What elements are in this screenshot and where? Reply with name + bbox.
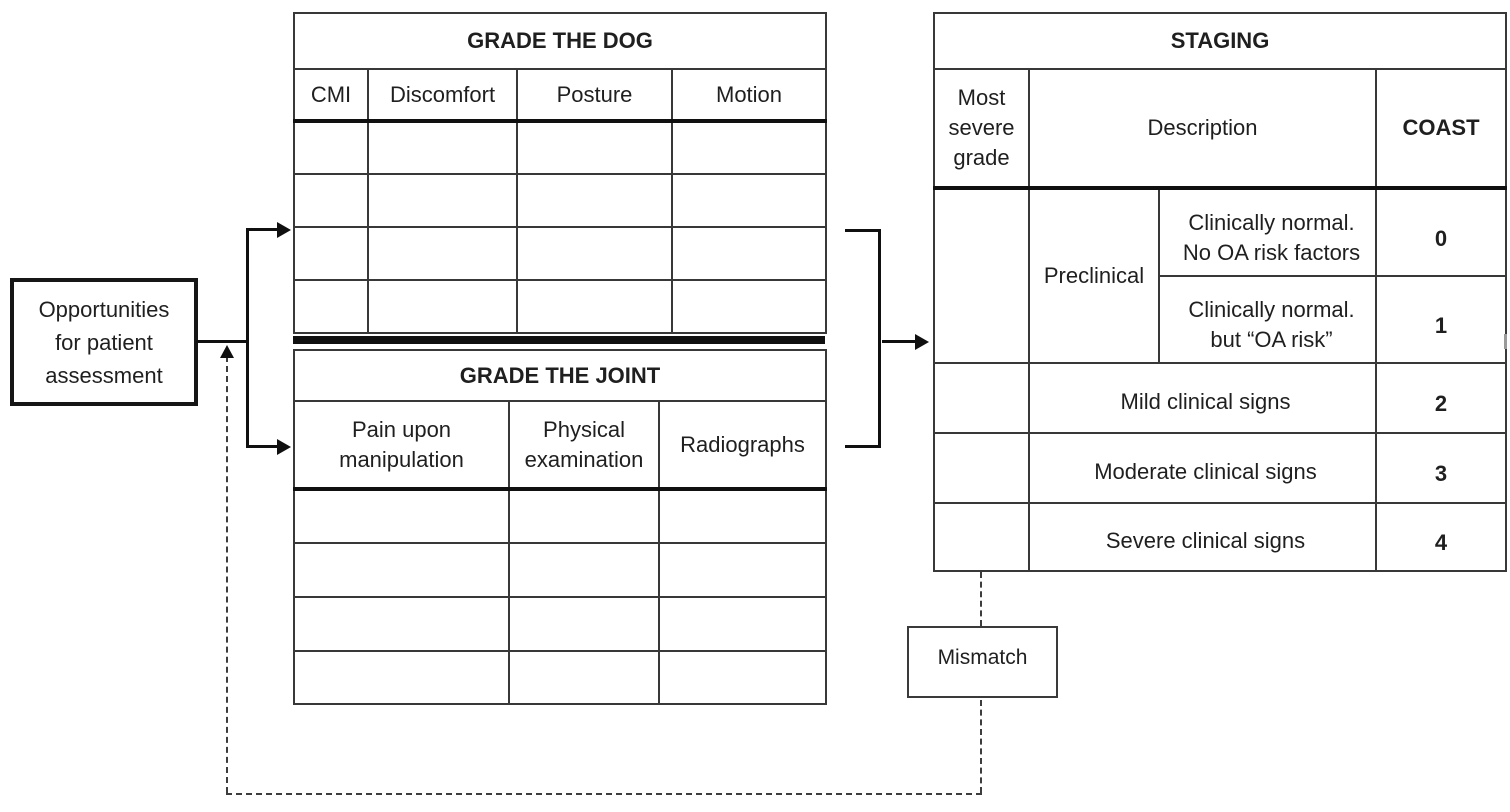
stage-description: Mild clinical signs (1028, 362, 1377, 434)
empty-cell (933, 502, 1030, 572)
stage-description: Moderate clinical signs (1028, 432, 1377, 504)
staging-row-preclinical-0: Preclinical Clinically normal. No OA ris… (933, 187, 1508, 364)
staging-row-preclinical-1: Clinically normal. but “OA risk” 1 (934, 275, 1508, 364)
empty-cell (670, 226, 828, 281)
empty-cell (670, 279, 828, 334)
col-header-coast: COAST (1374, 68, 1508, 190)
empty-cell (933, 432, 1030, 504)
empty-cell (933, 362, 1030, 434)
empty-cell (293, 596, 510, 652)
col-header-posture: Posture (516, 68, 673, 123)
staging-title: STAGING (932, 12, 1508, 70)
grade-the-joint-table: GRADE THE JOINT Pain upon manipulation P… (292, 349, 828, 705)
arrow-line-to-staging (882, 340, 916, 343)
dashed-line-staging-to-mismatch (980, 572, 982, 626)
col-header-description: Description (1028, 68, 1377, 190)
opportunities-box: Opportunities for patient assessment (10, 278, 198, 406)
empty-cell (293, 488, 510, 544)
stage-description: Clinically normal. No OA risk factors (1158, 187, 1377, 277)
right-bracket-bottom-stub (845, 445, 881, 448)
empty-cell (508, 650, 660, 705)
coast-stage-2: 2 (1374, 362, 1508, 434)
col-header-cmi: CMI (293, 68, 369, 123)
empty-cell (657, 488, 828, 544)
connector-from-opportunities (196, 340, 248, 343)
mismatch-label: Mismatch (937, 646, 1028, 669)
empty-cell (293, 120, 369, 175)
staging-row-severe: Severe clinical signs 4 (933, 502, 1508, 572)
dashed-line-mismatch-down (980, 700, 982, 793)
col-header-discomfort: Discomfort (367, 68, 518, 123)
empty-cell (293, 279, 369, 334)
col-header-radiographs: Radiographs (657, 400, 828, 491)
col-header-physical-examination: Physical examination (508, 400, 660, 491)
col-header-most-severe-grade: Most severe grade (933, 68, 1030, 190)
coast-stage-1: 1 (1374, 275, 1508, 364)
right-bracket-top-stub (845, 229, 881, 232)
preclinical-group-label: Preclinical (1028, 187, 1160, 364)
empty-cell (508, 542, 660, 598)
empty-cell (367, 173, 518, 228)
empty-cell (293, 226, 369, 281)
mismatch-box: Mismatch (907, 626, 1058, 698)
empty-cell (516, 120, 673, 175)
stage-description: Clinically normal. but “OA risk” (1158, 275, 1377, 364)
empty-cell (508, 488, 660, 544)
empty-cell (367, 120, 518, 175)
staging-row-mild: Mild clinical signs 2 (933, 362, 1508, 434)
coast-stage-0: 0 (1374, 187, 1508, 277)
arrow-line-to-dog-table (246, 228, 278, 231)
staging-table: STAGING Most severe grade Description CO… (932, 12, 1508, 572)
grade-the-dog-table: GRADE THE DOG CMI Discomfort Posture Mot… (292, 12, 828, 334)
empty-cell (670, 120, 828, 175)
empty-cell (657, 542, 828, 598)
grade-joint-title: GRADE THE JOINT (292, 349, 828, 402)
empty-cell (670, 173, 828, 228)
empty-cell (293, 173, 369, 228)
dashed-line-feedback-bottom (226, 793, 982, 795)
empty-cell (516, 173, 673, 228)
left-bracket-line (246, 228, 249, 448)
empty-cell (293, 542, 510, 598)
empty-cell (293, 650, 510, 705)
col-header-pain-upon-manipulation: Pain upon manipulation (293, 400, 510, 491)
empty-cell (933, 187, 1030, 364)
grade-dog-title: GRADE THE DOG (292, 12, 828, 70)
stage-description: Severe clinical signs (1028, 502, 1377, 572)
arrow-line-to-joint-table (246, 445, 278, 448)
arrowhead-up-icon (220, 345, 234, 358)
staging-row-moderate: Moderate clinical signs 3 (933, 432, 1508, 504)
coast-stage-3: 3 (1374, 432, 1508, 504)
arrowhead-right-icon (277, 439, 291, 455)
cropped-edge-mark (1504, 334, 1507, 349)
arrowhead-right-icon (915, 334, 929, 350)
dashed-line-feedback-up (226, 356, 228, 793)
col-header-motion: Motion (670, 68, 828, 123)
coast-stage-4: 4 (1374, 502, 1508, 572)
empty-cell (508, 596, 660, 652)
empty-cell (367, 279, 518, 334)
opportunities-label: Opportunities for patient assessment (38, 296, 170, 388)
empty-cell (367, 226, 518, 281)
table-separator-bar (293, 336, 825, 344)
right-bracket-line (878, 229, 881, 448)
empty-cell (657, 650, 828, 705)
empty-cell (657, 596, 828, 652)
empty-cell (516, 226, 673, 281)
arrowhead-right-icon (277, 222, 291, 238)
empty-cell (516, 279, 673, 334)
